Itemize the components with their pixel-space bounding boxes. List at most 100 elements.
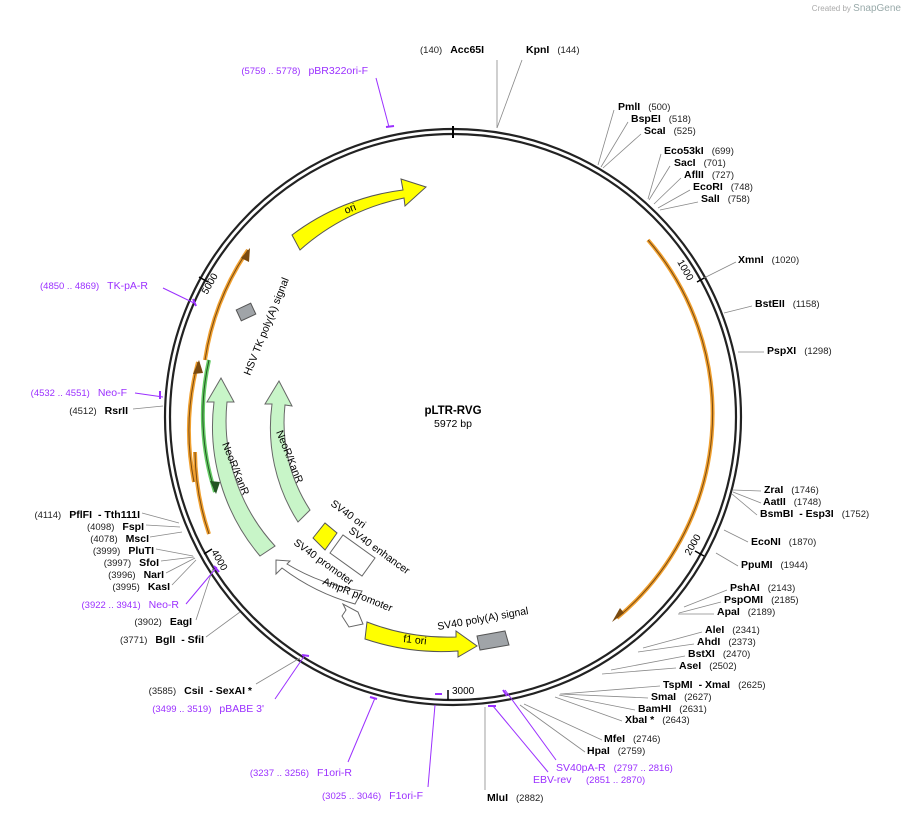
enzyme-eco53ki[interactable]: Eco53kI(699) [664, 145, 734, 157]
enzyme-scai[interactable]: ScaI(525) [644, 125, 696, 137]
enzyme-bsteii[interactable]: BstEII(1158) [755, 298, 820, 310]
feature-ampr-promoter[interactable] [341, 602, 364, 628]
enzyme-bspei[interactable]: BspEI(518) [631, 113, 691, 125]
feature-sv40-promoter[interactable] [275, 559, 363, 605]
leader-alei [642, 631, 703, 649]
leader-tspmi [560, 685, 661, 695]
enzyme-ppumi[interactable]: PpuMI(1944) [741, 559, 808, 571]
enzyme-econi[interactable]: EcoNI(1870) [751, 536, 816, 548]
enzyme-sali[interactable]: SalI(758) [701, 193, 750, 205]
leader-bsteii [723, 305, 753, 314]
enzyme-fspi[interactable]: (4098)FspI [87, 521, 144, 533]
enzyme-apai[interactable]: ApaI(2189) [717, 606, 775, 618]
primer-pbr322ori-f[interactable]: (5759 .. 5778)pBR322ori-F [241, 65, 368, 77]
enzyme-bamhi[interactable]: BamHI(2631) [638, 703, 707, 715]
feature-hsv-tk-label: HSV TK poly(A) signal [242, 276, 292, 377]
feature-neor-outer[interactable] [206, 376, 276, 557]
leader-ahdi [637, 643, 695, 653]
mark-sv40pa-r [502, 689, 508, 697]
plasmid-name: pLTR-RVG [424, 405, 481, 417]
leader-mfei [523, 703, 603, 741]
orf-arcs [187, 238, 715, 622]
primer-ebv-rev[interactable]: EBV-rev [533, 774, 572, 786]
leader-bgli [205, 611, 241, 638]
enzyme-bsmbi[interactable]: BsmBI- Esp3I(1752) [760, 508, 869, 520]
enzyme-hpai[interactable]: HpaI(2759) [587, 745, 645, 757]
feature-f1-ori[interactable] [364, 621, 478, 658]
enzyme-sfoi[interactable]: (3997)SfoI [104, 557, 159, 569]
enzyme-pmli[interactable]: PmlI(500) [618, 101, 670, 113]
enzyme-rsrii[interactable]: (4512)RsrII [69, 405, 128, 417]
enzyme-ahdi[interactable]: AhdI(2373) [697, 636, 756, 648]
leader-f1ori-f [427, 704, 436, 788]
enzyme-mlui[interactable]: MluI(2882) [487, 792, 543, 804]
enzyme-saci[interactable]: SacI(701) [674, 157, 726, 169]
enzyme-xmni[interactable]: XmnI(1020) [738, 254, 799, 266]
leader-bsmbi [731, 493, 758, 516]
leader-neo-f [134, 392, 164, 398]
enzyme-kasi[interactable]: (3995)KasI [112, 581, 170, 593]
feature-sv40-polya-label: SV40 poly(A) signal [436, 605, 529, 633]
enzyme-mfei[interactable]: MfeI(2746) [604, 733, 660, 745]
enzyme-kpni[interactable]: KpnI(144) [526, 44, 580, 56]
leader-smai [559, 693, 649, 699]
enzyme-pflfi[interactable]: (4114)PflFI- Tth111I [34, 509, 140, 521]
enzyme-pluti[interactable]: (3999)PluTI [93, 545, 154, 557]
feature-hsv-tk-polya[interactable] [235, 302, 257, 322]
primer-tk-pa-r[interactable]: (4850 .. 4869)TK-pA-R [40, 280, 148, 292]
primer-f1ori-r[interactable]: (3237 .. 3256)F1ori-R [250, 767, 353, 779]
feature-sv40-polya[interactable] [476, 630, 510, 651]
enzyme-xbai[interactable]: XbaI *(2643) [625, 714, 690, 726]
enzyme-pspomi[interactable]: PspOMI(2185) [724, 594, 799, 606]
enzyme-tspmi[interactable]: TspMI- XmaI(2625) [663, 679, 766, 691]
orf-arc-upper-left-core [204, 249, 249, 361]
primer-neo-f[interactable]: (4532 .. 4551)Neo-F [31, 387, 127, 399]
primer-leaders [134, 77, 557, 788]
feature-ori[interactable] [291, 178, 427, 251]
enzyme-msci[interactable]: (4078)MscI [90, 533, 149, 545]
enzyme-pspxi[interactable]: PspXI(1298) [767, 345, 832, 357]
leader-pbabe3 [274, 654, 306, 700]
plasmid-length: 5972 bp [434, 418, 472, 430]
leader-msci [149, 531, 183, 538]
feature-f1-ori-label: f1 ori [403, 633, 427, 647]
enzyme-smai[interactable]: SmaI(2627) [651, 691, 712, 703]
enzyme-pshai[interactable]: PshAI(2143) [730, 582, 795, 594]
enzyme-bgli[interactable]: (3771)BglI- SfiI [120, 634, 204, 646]
leader-tk-pa-r [162, 287, 195, 304]
enzyme-acc65i[interactable]: (140)Acc65I [420, 44, 484, 56]
primer-sv40pa-r[interactable]: SV40pA-R(2797 .. 2816) [556, 762, 673, 774]
features: ori HSV TK poly(A) signal NeoR/KanR NeoR… [206, 178, 529, 658]
enzyme-ecori[interactable]: EcoRI(748) [693, 181, 753, 193]
enzyme-eagi[interactable]: (3902)EagI [134, 616, 192, 628]
enzyme-csii[interactable]: (3585)CsiI- SexAI * [149, 685, 253, 697]
enzyme-aflii[interactable]: AflII(727) [684, 169, 734, 181]
leader-bamhi [558, 694, 636, 711]
orf-arc-right [615, 238, 715, 620]
enzyme-asei[interactable]: AseI(2502) [679, 660, 737, 672]
mark-pbabe3 [301, 654, 310, 657]
enzyme-alei[interactable]: AleI(2341) [705, 624, 760, 636]
leader-pbr322ori-f [375, 77, 390, 128]
tick-label-3000: 3000 [452, 686, 475, 697]
primer-neo-r[interactable]: (3922 .. 3941)Neo-R [82, 599, 180, 611]
feature-sv40-enhancer[interactable] [329, 534, 376, 577]
leader-econi [723, 529, 749, 543]
feature-sv40-ori[interactable] [312, 522, 338, 551]
enzyme-zrai[interactable]: ZraI(1746) [764, 484, 819, 496]
mark-pbr322ori-f [385, 125, 395, 128]
orf-arc-lower-left-core [194, 451, 210, 535]
leader-ecori [657, 189, 691, 209]
leader-nari [165, 557, 196, 574]
primer-f1ori-f[interactable]: (3025 .. 3046)F1ori-F [322, 790, 423, 802]
primer-pbabe3[interactable]: (3499 .. 3519)pBABE 3' [152, 703, 264, 715]
leader-asei [601, 667, 677, 675]
leader-pspomi [678, 601, 722, 614]
enzyme-aatii[interactable]: AatII(1748) [763, 496, 821, 508]
leader-aatii [732, 491, 762, 504]
orf-arc-upper-left-head [241, 248, 250, 262]
enzyme-nari[interactable]: (3996)NarI [108, 569, 164, 581]
feature-neor-inner[interactable] [264, 379, 311, 523]
enzyme-bstxi[interactable]: BstXI(2470) [688, 648, 750, 660]
